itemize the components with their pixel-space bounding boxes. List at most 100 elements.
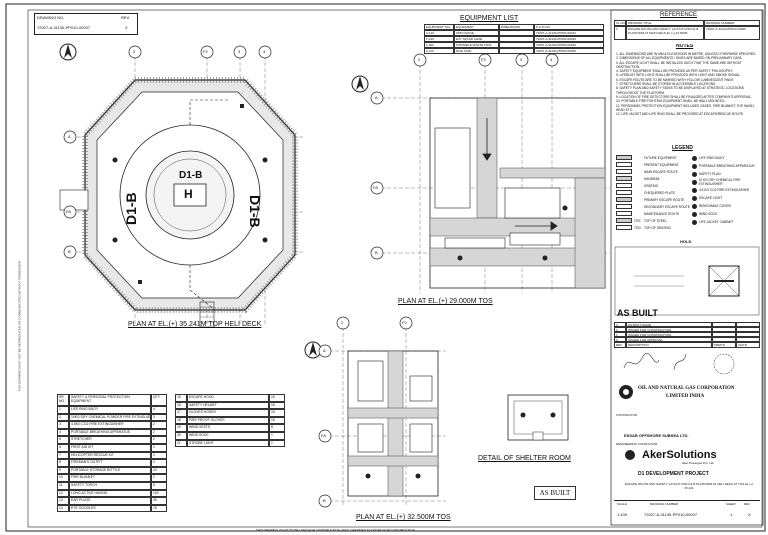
reference-header-row: SL NO DRAWING TITLE DRAWING NUMBER — [614, 20, 760, 26]
legend-item: 4.5 KG CO2 FIRE EXTINGUISHER — [692, 186, 760, 194]
heli-deck-marking: D1-B — [179, 170, 203, 181]
legend-item: SAFETY PLAN — [692, 170, 760, 178]
table-row: A-102 DIVE TANK 72007-A-31130-PP000-0003… — [424, 48, 604, 54]
legend-item: WIND SOCK — [692, 210, 760, 218]
legend-swatch — [616, 225, 632, 230]
cell: 15 — [151, 504, 167, 513]
legend-abbr: TOG — [634, 225, 641, 230]
cell: 1 — [614, 26, 626, 40]
legend-label: MAINTENANCE ROUTE — [644, 211, 680, 216]
legend-item: REMOVABLE COVER — [692, 202, 760, 210]
drawing-number-box: DRAWING NO. 72007-A-31130-PP010-00007 RE… — [34, 13, 138, 35]
legend-title: LEGEND — [672, 145, 693, 151]
cell: SAFETY TORCH — [69, 481, 151, 490]
cell: 2 — [151, 428, 167, 437]
cell: SPM CRANE — [454, 30, 499, 36]
axis-label: 3 — [520, 57, 523, 62]
plan-title-el29: PLAN AT EL.(+) 29.000M TOS — [398, 298, 493, 305]
cell — [712, 322, 736, 327]
note-item: 3. ALL ESCAPE LIGHT SHALL BE INSTALLED S… — [616, 60, 742, 69]
cell: 15 — [269, 401, 285, 410]
cell: AS-BUILT ISSUE — [626, 322, 712, 327]
owner-line1: OIL AND NATURAL GAS CORPORATION — [638, 386, 735, 391]
header-cell: QTY — [151, 394, 167, 406]
cell: 13 — [57, 497, 69, 505]
north-arrow-icon — [351, 75, 369, 93]
cell — [499, 36, 534, 42]
axis-label: 2 — [418, 57, 421, 62]
header-cell: SAFETY & PERSONAL PROTECTION EQUIPMENT — [69, 394, 151, 406]
axis-label: A — [323, 348, 326, 353]
legend-swatch — [616, 176, 632, 181]
axis-label: 4 — [263, 49, 266, 54]
legend-item: PORTABLE BREATHING APPARATUS — [692, 162, 760, 170]
note-item: 1. ALL DIMENSIONS ARE IN MM & ELEVATIONS… — [616, 52, 757, 56]
legend-symbol-icon — [692, 179, 697, 185]
contractor-label: CONTRACTOR — [616, 413, 638, 417]
cell: A-102 — [424, 48, 454, 54]
note-item: 8. SAFETY PLAN AND SAFETY SIGNS TO BE DI… — [616, 86, 744, 95]
cell: WIND VESTS — [187, 424, 269, 432]
cell: X — [614, 322, 626, 327]
cell: 14 — [57, 504, 69, 513]
legend-label: CHEQUERED PLATE — [644, 190, 676, 195]
cell: PORTABLE STORAGE BOTTLE — [69, 466, 151, 475]
legend-label: LIFE JACKET CABINET — [699, 220, 734, 224]
cell: EXT SPCAR SHOE — [454, 36, 499, 42]
cell: 7 — [57, 451, 69, 460]
cell: GLOVES HOSES — [187, 409, 269, 417]
notes-list: 1. ALL DIMENSIONS ARE IN MM & ELEVATIONS… — [616, 52, 758, 116]
cell: 15 — [269, 409, 285, 417]
cell: 2 — [151, 421, 167, 429]
cell — [736, 332, 760, 337]
bottom-note: THIS DRAWING IS NOT TO BE USED FOR CONST… — [256, 528, 415, 532]
cell: EAR PLUGS — [69, 497, 151, 505]
deck-left-marking: D1-B — [123, 192, 139, 225]
table-row: F-902 PORTABLE WASTE TANK 72007-A-31130-… — [424, 42, 604, 48]
header-cell: SR NO — [57, 394, 69, 406]
cell — [712, 337, 736, 342]
cell: 2 — [151, 459, 167, 467]
cell: 1 — [614, 332, 626, 337]
cell: STROBE LIGHT — [187, 439, 269, 448]
note-item: 7. STRETCHERS SHALL BE STORED IN ACCESSI… — [616, 82, 717, 87]
legend-abbr: TOS — [634, 218, 641, 223]
header-cell: CHK'D — [736, 342, 760, 348]
legend-item: LIFE JACKET CABINET — [692, 218, 760, 226]
heli-deck-plan — [59, 45, 305, 328]
legend-label: SAFETY PLAN — [699, 172, 721, 176]
notes-title: NOTES — [676, 44, 694, 49]
sheet-value: 1 — [730, 512, 733, 517]
cell — [736, 322, 760, 327]
legend-item: MAIN ESCAPE ROUTE — [616, 168, 690, 175]
cell — [499, 42, 534, 48]
legend-swatch — [616, 190, 632, 195]
cell: 10 — [57, 474, 69, 482]
cell: 2 — [614, 327, 626, 332]
north-arrow-icon — [59, 43, 77, 61]
note-item: 9. LOCATION OF FIRE DETECTORS SHALL BE F… — [616, 94, 752, 99]
axis-label: 2 — [133, 49, 136, 54]
signature-area — [623, 353, 735, 375]
legend-label: SECONDARY ESCAPE ROUTE — [644, 204, 690, 209]
legend-label: TOP OF GRATING — [644, 225, 671, 230]
legend-item: 10 KG DRY CHEMICAL FIRE EXTINGUISHER — [692, 178, 760, 186]
legend-symbol-icon — [692, 171, 697, 177]
el32-plan — [318, 316, 446, 508]
rev-value: X — [125, 25, 128, 30]
owner-line2: LIMITED INDIA — [666, 394, 705, 399]
